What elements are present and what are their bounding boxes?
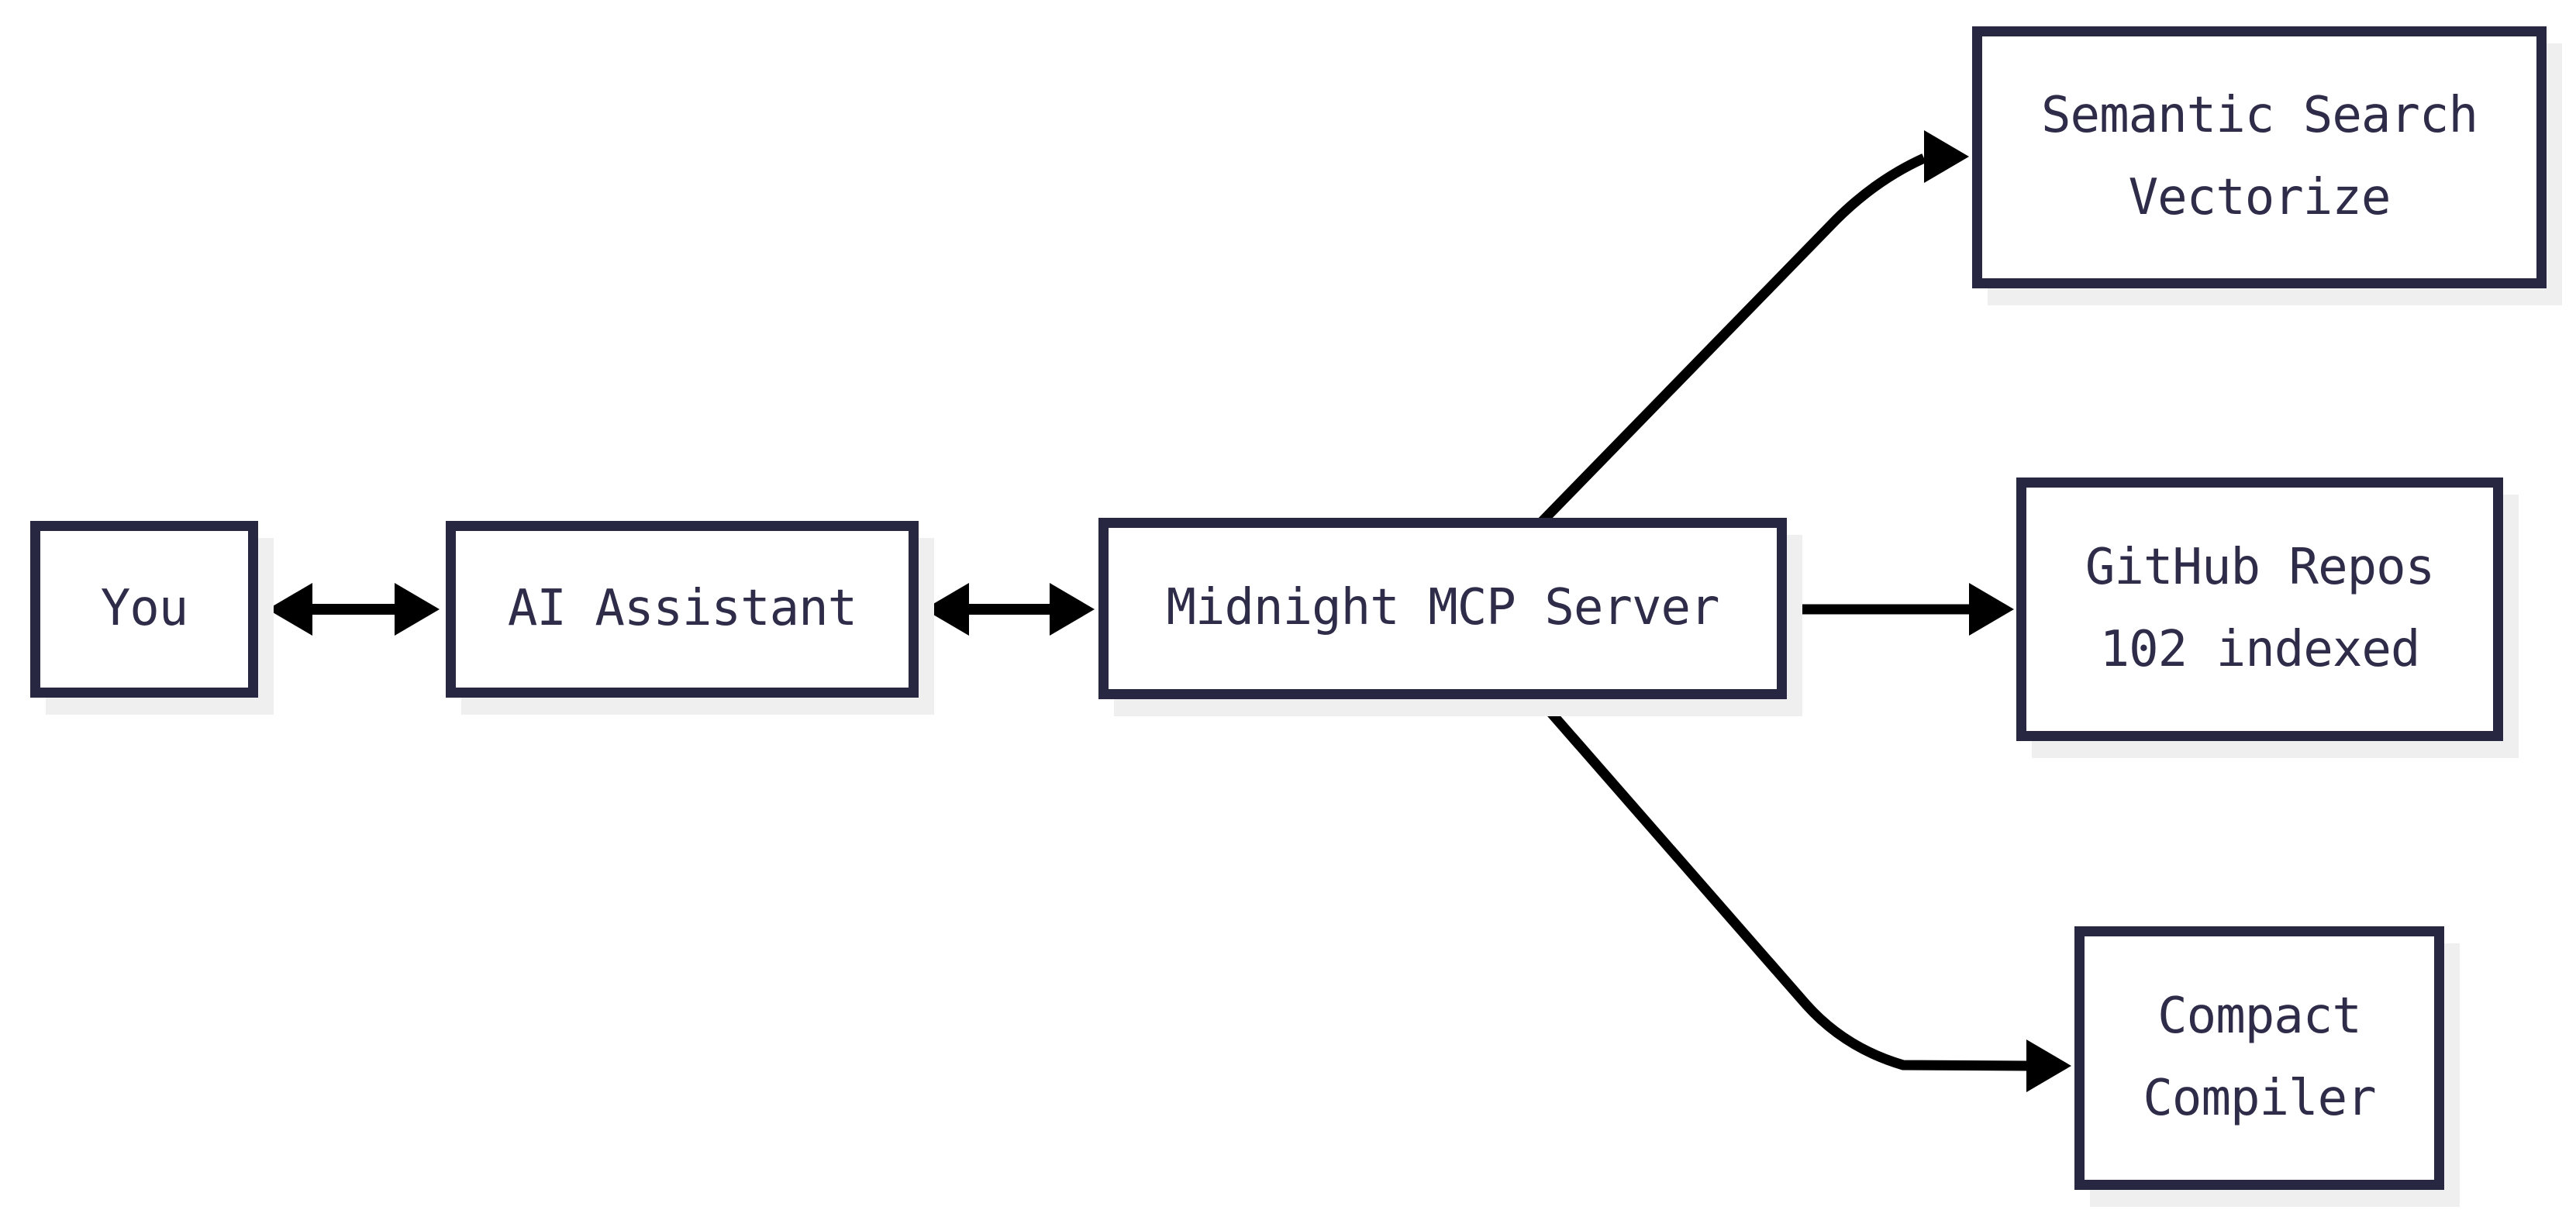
node-semantic-search-label-line1: Semantic Search — [2041, 87, 2478, 145]
node-semantic-search-label-line2: Vectorize — [2128, 169, 2392, 226]
node-ai-assistant-label: AI Assistant — [507, 580, 857, 638]
node-ai-assistant: AI Assistant — [446, 521, 919, 698]
edge-you-ai-bidirectional-arrow — [267, 583, 440, 636]
node-compact-compiler-label-line2: Compiler — [2143, 1070, 2376, 1127]
node-github-repos-label-line1: GitHub Repos — [2085, 539, 2435, 597]
node-midnight-mcp-server: Midnight MCP Server — [1098, 518, 1787, 699]
edge-mcp-compact-arrow — [1533, 692, 2071, 1092]
node-you-label: You — [100, 580, 189, 638]
node-github-repos-label-line2: 102 indexed — [2099, 621, 2421, 678]
edge-mcp-semantic-arrow — [1537, 130, 1969, 526]
node-compact-compiler: Compact Compiler — [2074, 926, 2444, 1190]
node-github-repos: GitHub Repos 102 indexed — [2016, 477, 2503, 741]
edge-ai-mcp-bidirectional-arrow — [924, 583, 1095, 636]
node-midnight-mcp-server-label: Midnight MCP Server — [1166, 579, 1719, 637]
edge-mcp-github-arrow — [1787, 583, 2014, 636]
node-you: You — [30, 521, 258, 698]
node-semantic-search-vectorize: Semantic Search Vectorize — [1972, 26, 2547, 288]
node-compact-compiler-label-line1: Compact — [2157, 988, 2362, 1046]
